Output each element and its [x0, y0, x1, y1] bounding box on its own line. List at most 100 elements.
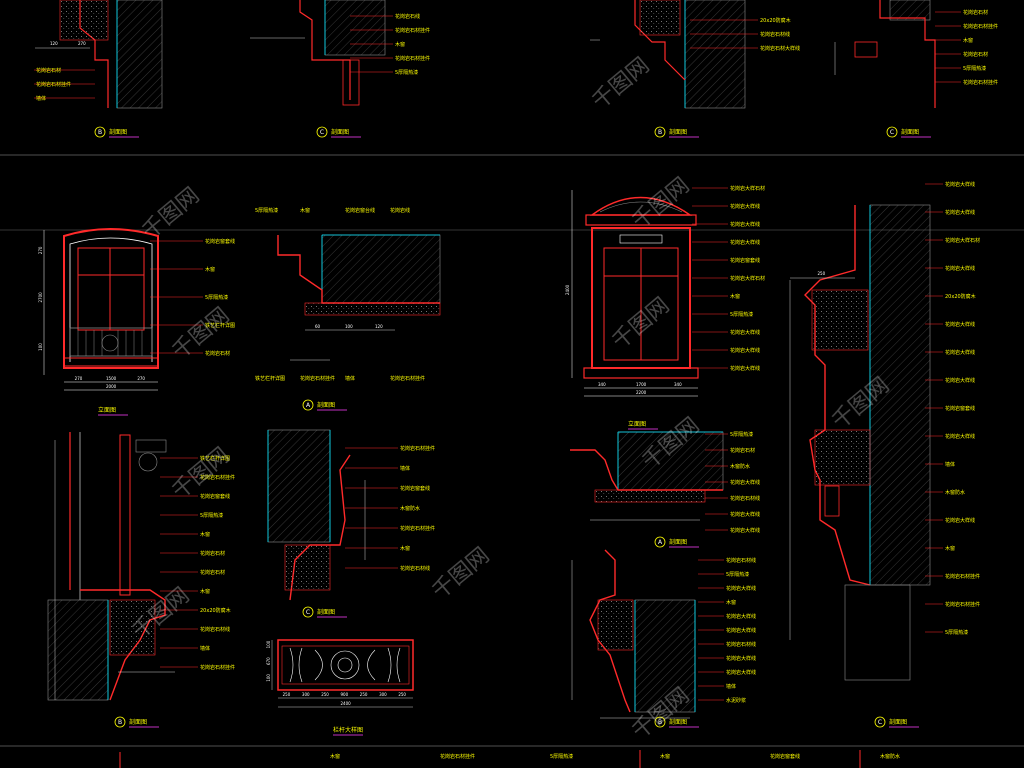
annotation-label: 花岗岩大样线: [730, 347, 760, 354]
annotation-label: 花岗岩大样石材: [730, 275, 765, 282]
bottom-strip: [119, 750, 861, 768]
view-title: 剖面图: [317, 608, 335, 616]
annotation-label: 5厚隔热漆: [205, 294, 228, 301]
mid-window-elevation: [571, 190, 699, 397]
annotation-label: 花岗岩大样线: [945, 321, 975, 328]
annotation-label: 花岗岩石材挂件: [300, 375, 335, 382]
annotation-label: 花岗岩石材挂件: [200, 664, 235, 671]
dimension-value: 270: [137, 376, 145, 381]
left-section-a: [277, 234, 441, 361]
annotation-label: 花岗岩窗套线: [770, 753, 800, 760]
annotation-label: 铁艺栏杆详图: [255, 375, 285, 382]
annotation-label: 花岗岩大样石材: [945, 237, 980, 244]
dimension-value: 1700: [636, 382, 647, 387]
annotation-label: 花岗岩石材线: [726, 641, 756, 648]
annotation-label: 木窗: [730, 293, 740, 300]
view-marker-letter: B: [98, 129, 102, 136]
annotation-label: 木窗: [330, 753, 340, 760]
annotation-label: 花岗岩石材: [730, 447, 755, 454]
annotation-label: 花岗岩石材线: [200, 626, 230, 633]
view-marker-letter: C: [890, 129, 894, 136]
view-title: 立面图: [628, 420, 646, 428]
annotation-label: 5厚隔热漆: [963, 65, 986, 72]
view-marker-letter: C: [878, 719, 882, 726]
svg-text:270: 270: [78, 41, 86, 46]
annotation-label: 花岗岩大样线: [726, 655, 756, 662]
annotation-label: 花岗岩石材大样线: [760, 45, 800, 52]
annotation-label: 墙体: [400, 465, 410, 472]
annotation-label: 花岗岩石材挂件: [390, 375, 425, 382]
annotation-label: 花岗岩大样线: [726, 627, 756, 634]
view-marker-circle: [302, 399, 314, 411]
annotation-label: 花岗岩石线: [395, 13, 420, 20]
left-window-elevation: [43, 228, 159, 391]
annotation-label: 花岗岩窗套线: [730, 257, 760, 264]
mid-section-b: [571, 549, 696, 719]
view-title: 剖面图: [669, 128, 687, 136]
annotation-label: 木窗: [963, 37, 973, 44]
annotation-label: 水泥砂浆: [726, 697, 746, 704]
annotation-label: 花岗岩石材挂件: [963, 23, 998, 30]
annotation-label: 花岗岩大样线: [945, 377, 975, 384]
view-marker-letter: C: [306, 609, 310, 616]
left-section-b: [47, 432, 175, 701]
annotation-label: 木窗: [205, 266, 215, 273]
view-marker-circle: [886, 126, 898, 138]
annotation-label: 花岗岩大样线: [730, 203, 760, 210]
annotation-label: 铁艺栏杆详图: [205, 322, 235, 329]
annotation-label: 5厚隔热漆: [255, 207, 278, 214]
annotation-label: 花岗岩窗台线: [345, 207, 375, 214]
annotation-label: 花岗岩石材挂件: [945, 573, 980, 580]
annotation-label: 木窗防水: [730, 463, 750, 470]
view-marker-letter: A: [658, 539, 663, 546]
svg-text:120: 120: [50, 41, 58, 46]
annotation-label: 20x20防腐木: [760, 17, 791, 24]
annotation-label: 花岗岩石材: [963, 51, 988, 58]
annotation-label: 花岗岩石材挂件: [945, 601, 980, 608]
view-marker-letter: C: [320, 129, 324, 136]
annotation-label: 木窗防水: [400, 505, 420, 512]
annotation-label: 木窗: [200, 588, 210, 595]
view-marker-circle: [874, 716, 886, 728]
annotation-label: 花岗岩石材挂件: [200, 474, 235, 481]
view-title: 剖面图: [889, 718, 907, 726]
view-marker-circle: [654, 536, 666, 548]
view-title: 剖面图: [901, 128, 919, 136]
annotation-label: 花岗岩大样线: [726, 613, 756, 620]
annotation-label: 花岗岩石材: [963, 9, 988, 16]
top-left-section: 120 270: [35, 0, 163, 109]
annotation-label: 花岗岩线: [390, 207, 410, 214]
annotation-label: 木窗: [395, 41, 405, 48]
annotation-label: 花岗岩窗套线: [200, 493, 230, 500]
annotation-label: 花岗岩石材挂件: [400, 445, 435, 452]
annotation-label: 花岗岩大样线: [945, 433, 975, 440]
annotation-label: 花岗岩石材: [205, 350, 230, 357]
annotation-label: 20x20防腐木: [200, 607, 231, 614]
annotation-label: 木窗: [300, 207, 310, 214]
annotation-label: 花岗岩大样线: [730, 221, 760, 228]
annotation-label: 花岗岩石材: [200, 569, 225, 576]
mid-section-a: [570, 431, 724, 521]
dimension-value: 270: [75, 376, 83, 381]
annotation-label: 花岗岩石材线: [760, 31, 790, 38]
annotation-label: 花岗岩石材挂件: [395, 55, 430, 62]
annotation-label: 花岗岩大样线: [945, 181, 975, 188]
annotation-label: 花岗岩大样线: [945, 265, 975, 272]
annotation-label: 花岗岩石材: [36, 67, 61, 74]
annotation-label: 花岗岩大样线: [945, 349, 975, 356]
dimension-value: 250: [283, 692, 291, 697]
annotation-label: 花岗岩石材挂件: [395, 27, 430, 34]
annotation-label: 花岗岩窗套线: [945, 405, 975, 412]
dimension-value: 2700: [38, 292, 43, 303]
